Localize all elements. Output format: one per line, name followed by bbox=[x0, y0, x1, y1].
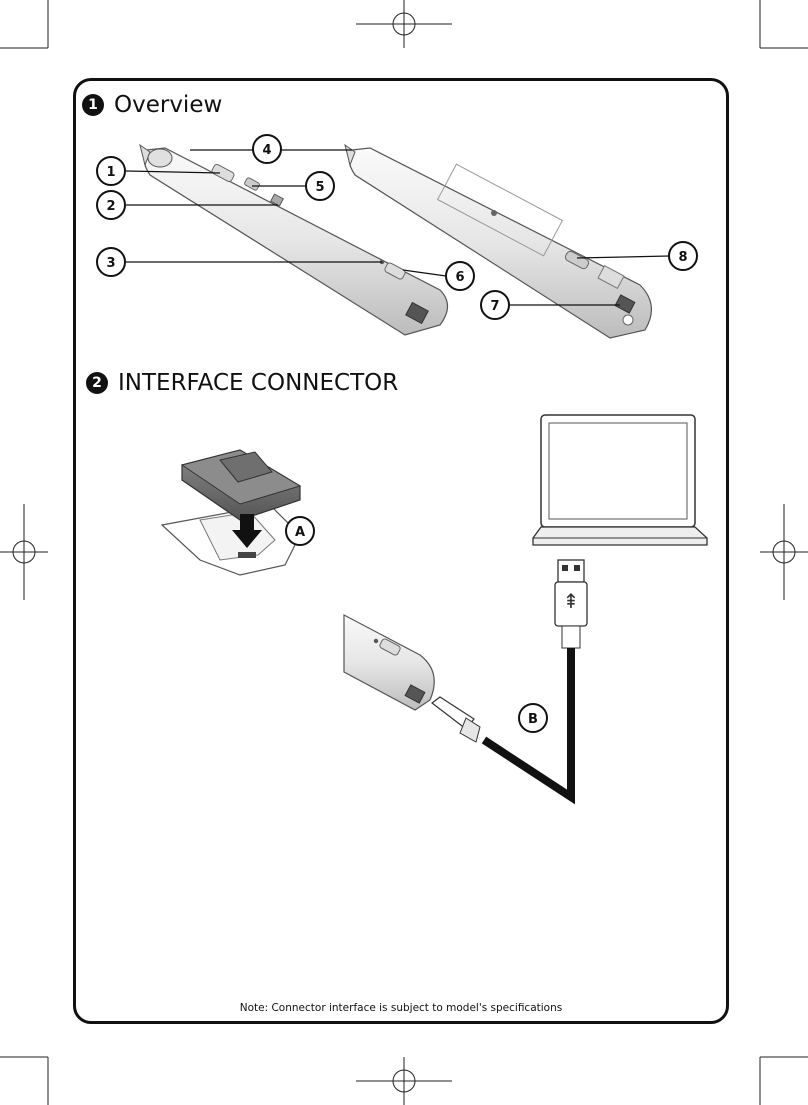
callout-circle-8 bbox=[668, 241, 698, 271]
callout-circle-6 bbox=[445, 261, 475, 291]
pen-front-illustration bbox=[139, 143, 449, 336]
section-number-2: 2 bbox=[86, 372, 108, 394]
registration-mark-bottom bbox=[356, 1057, 452, 1105]
section-title-text: Overview bbox=[114, 92, 223, 118]
callout-circle-A bbox=[285, 516, 315, 546]
callout-label-1: 1 bbox=[106, 165, 115, 180]
pen-connector-illustration bbox=[343, 614, 481, 743]
laptop-illustration bbox=[532, 414, 708, 546]
callout-label-B: B bbox=[528, 712, 538, 727]
callout-label-7: 7 bbox=[490, 299, 499, 314]
registration-mark-left bbox=[0, 504, 48, 600]
section-title-overview: 1 Overview bbox=[82, 92, 222, 118]
callout-label-8: 8 bbox=[678, 250, 687, 265]
callout-circle-5 bbox=[305, 171, 335, 201]
callout-label-6: 6 bbox=[455, 270, 464, 285]
section-number-1: 1 bbox=[82, 94, 104, 116]
section-title-text: INTERFACE CONNECTOR bbox=[118, 370, 399, 396]
callout-circle-B bbox=[518, 703, 548, 733]
footnote: Note: Connector interface is subject to … bbox=[239, 1002, 563, 1014]
callout-circle-3 bbox=[96, 247, 126, 277]
usb-cable bbox=[481, 648, 575, 805]
callout-label-2: 2 bbox=[106, 199, 115, 214]
registration-mark-top bbox=[356, 0, 452, 48]
callout-circle-1 bbox=[96, 156, 126, 186]
svg-text:⇞: ⇞ bbox=[563, 589, 580, 613]
registration-mark-right bbox=[760, 504, 808, 600]
callout-label-A: A bbox=[295, 525, 305, 540]
callout-circle-7 bbox=[480, 290, 510, 320]
content-frame bbox=[73, 78, 729, 1024]
callout-label-3: 3 bbox=[106, 256, 115, 271]
callout-label-5: 5 bbox=[315, 180, 324, 195]
overview-leader-lines bbox=[125, 149, 670, 306]
battery-illustration bbox=[160, 449, 302, 576]
section-title-interface-connector: 2 INTERFACE CONNECTOR bbox=[86, 370, 398, 396]
pen-back-illustration bbox=[344, 143, 652, 339]
callout-circle-2 bbox=[96, 190, 126, 220]
callout-label-4: 4 bbox=[262, 143, 271, 158]
callout-circle-4 bbox=[252, 134, 282, 164]
